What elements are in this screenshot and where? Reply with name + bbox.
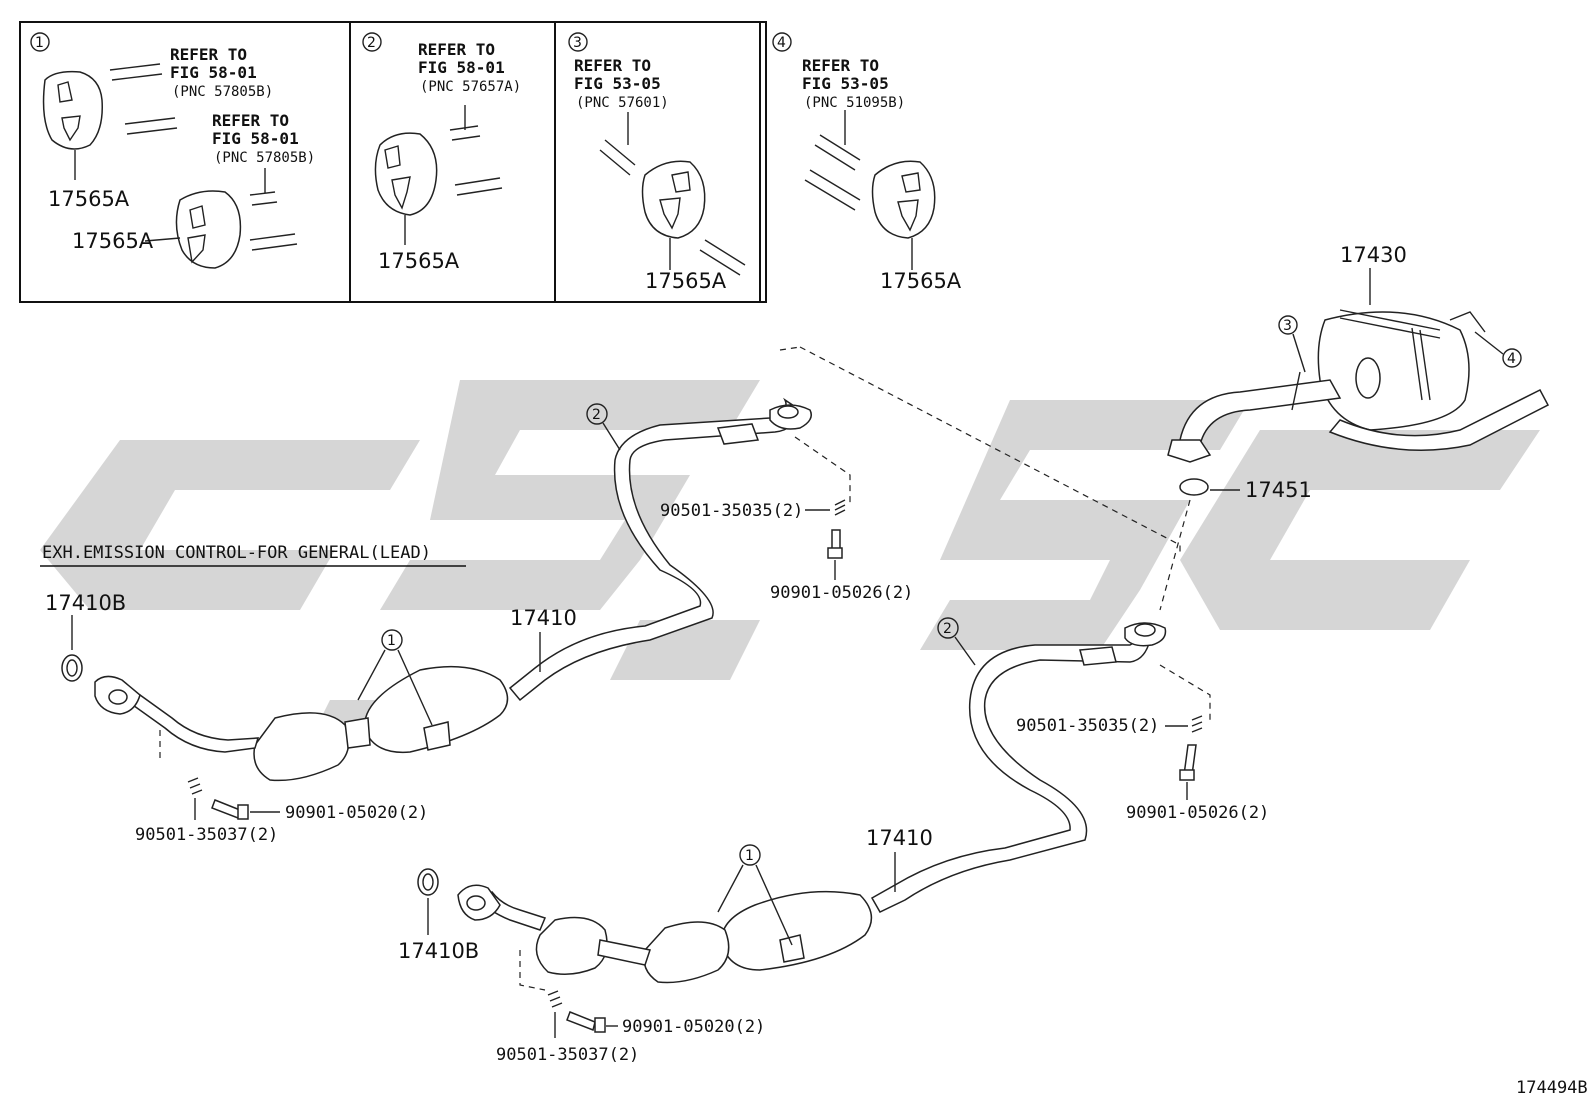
svg-text:1: 1	[745, 848, 754, 864]
ref-line2: FIG 58-01	[418, 58, 505, 77]
svg-text:90901-05020(2): 90901-05020(2)	[622, 1017, 765, 1037]
stud-pin	[109, 63, 163, 81]
fastener-right: 90501-35035(2) 90901-05026(2)	[1016, 715, 1269, 823]
svg-text:2: 2	[367, 35, 376, 51]
callout-1-lower: 1	[717, 844, 793, 946]
callout-circle-3: 3	[568, 32, 588, 52]
svg-text:90501-35037(2): 90501-35037(2)	[135, 825, 278, 845]
rubber-hanger-icon	[374, 132, 438, 216]
fastener-upper-mid: 90501-35035(2) 90901-05026(2)	[660, 499, 913, 603]
ref-pnc: (PNC 51095B)	[804, 95, 905, 111]
svg-text:17410B: 17410B	[398, 939, 479, 963]
svg-text:90501-35037(2): 90501-35037(2)	[496, 1045, 639, 1065]
stud-pin	[804, 169, 861, 211]
callout-4: 4	[1474, 331, 1522, 368]
ref-line2: FIG 53-05	[574, 74, 661, 93]
fastener-upper-front: 90501-35037(2) 90901-05020(2)	[135, 777, 428, 845]
ref-line1: REFER TO	[212, 111, 289, 130]
stud-pin	[249, 233, 298, 251]
section-title: EXH.EMISSION CONTROL-FOR GENERAL(LEAD)	[42, 543, 431, 563]
dashed-leader	[794, 436, 851, 505]
part-label: 17565A	[48, 187, 130, 211]
callout-2-upper: 2	[586, 403, 621, 451]
callout-2-lower: 2	[937, 617, 976, 666]
ref-pnc: (PNC 57805B)	[214, 150, 315, 166]
part-label: 17565A	[378, 249, 460, 273]
rubber-hanger-icon	[641, 160, 706, 239]
rubber-hanger-icon	[175, 190, 242, 269]
callout-3: 3	[1278, 315, 1306, 373]
part-label-muffler: 17430	[1340, 243, 1407, 305]
svg-text:90901-05020(2): 90901-05020(2)	[285, 803, 428, 823]
stud-pin	[249, 168, 278, 206]
stud-pin	[449, 105, 481, 141]
callout-circle-1: 1	[30, 32, 50, 52]
front-gasket-upper: 17410B	[45, 591, 126, 682]
svg-text:17410: 17410	[866, 826, 933, 850]
ref-line2: FIG 58-01	[212, 129, 299, 148]
ref-pnc: (PNC 57601)	[576, 95, 669, 111]
stud-pin	[599, 112, 636, 176]
fastener-lower-front: 90501-35037(2) 90901-05020(2)	[496, 990, 765, 1065]
callout-1-upper: 1	[357, 629, 433, 726]
rubber-hanger-icon	[871, 160, 936, 239]
ref-line1: REFER TO	[170, 45, 247, 64]
ref-line1: REFER TO	[574, 56, 651, 75]
svg-text:90501-35035(2): 90501-35035(2)	[660, 501, 803, 521]
svg-text:4: 4	[777, 35, 786, 51]
part-label: 17565A	[880, 269, 962, 293]
inset-panel-3: 3 REFER TO FIG 53-05 (PNC 57601) 17565A	[568, 32, 746, 293]
svg-text:90901-05026(2): 90901-05026(2)	[1126, 803, 1269, 823]
stud-pin	[454, 177, 503, 196]
svg-text:2: 2	[943, 621, 952, 637]
rear-muffler-assembly	[1167, 309, 1550, 463]
svg-text:1: 1	[387, 633, 396, 649]
dashed-leader	[1159, 499, 1191, 611]
front-gasket-lower: 17410B	[398, 868, 479, 963]
part-label: 17565A	[72, 229, 154, 253]
svg-text:3: 3	[573, 35, 582, 51]
exhaust-pipe-upper	[94, 397, 812, 782]
ref-line1: REFER TO	[802, 56, 879, 75]
ref-pnc: (PNC 57657A)	[420, 79, 521, 95]
ref-pnc: (PNC 57805B)	[172, 84, 273, 100]
svg-text:17410: 17410	[510, 606, 577, 630]
inset-panel-4: 4 REFER TO FIG 53-05 (PNC 51095B) 17565A	[772, 32, 962, 293]
dashed-leader	[519, 950, 546, 991]
svg-text:3: 3	[1283, 318, 1292, 334]
svg-text:17451: 17451	[1245, 478, 1312, 502]
part-label-pipe-upper: 17410	[510, 606, 577, 672]
rubber-hanger-icon	[42, 70, 103, 150]
svg-text:1: 1	[35, 35, 44, 51]
callout-circle-2: 2	[362, 32, 382, 52]
inset-panel-1: 1 REFER TO FIG 58-01 (PNC 57805B) REFER …	[30, 32, 315, 269]
ref-line2: FIG 53-05	[802, 74, 889, 93]
svg-text:4: 4	[1507, 351, 1516, 367]
diagram-id: 174494B	[1516, 1078, 1588, 1098]
svg-text:17410B: 17410B	[45, 591, 126, 615]
stud-pin	[814, 110, 861, 171]
exhaust-pipe-lower	[457, 622, 1167, 984]
svg-text:17430: 17430	[1340, 243, 1407, 267]
dashed-leader	[779, 346, 801, 351]
stud-pin	[699, 239, 746, 276]
inset-panels	[19, 21, 767, 303]
inset-panel-2: 2 REFER TO FIG 58-01 (PNC 57657A) 17565A	[362, 32, 521, 273]
part-label-pipe-lower: 17410	[866, 826, 933, 892]
svg-text:2: 2	[592, 407, 601, 423]
part-label: 17565A	[645, 269, 727, 293]
stud-pin	[124, 117, 178, 135]
svg-text:90901-05026(2): 90901-05026(2)	[770, 583, 913, 603]
ref-line1: REFER TO	[418, 40, 495, 59]
svg-text:90501-35035(2): 90501-35035(2)	[1016, 716, 1159, 736]
dashed-leader	[1159, 664, 1211, 720]
tail-gasket: 17451	[1179, 478, 1312, 502]
ref-line2: FIG 58-01	[170, 63, 257, 82]
callout-circle-4: 4	[772, 32, 792, 52]
